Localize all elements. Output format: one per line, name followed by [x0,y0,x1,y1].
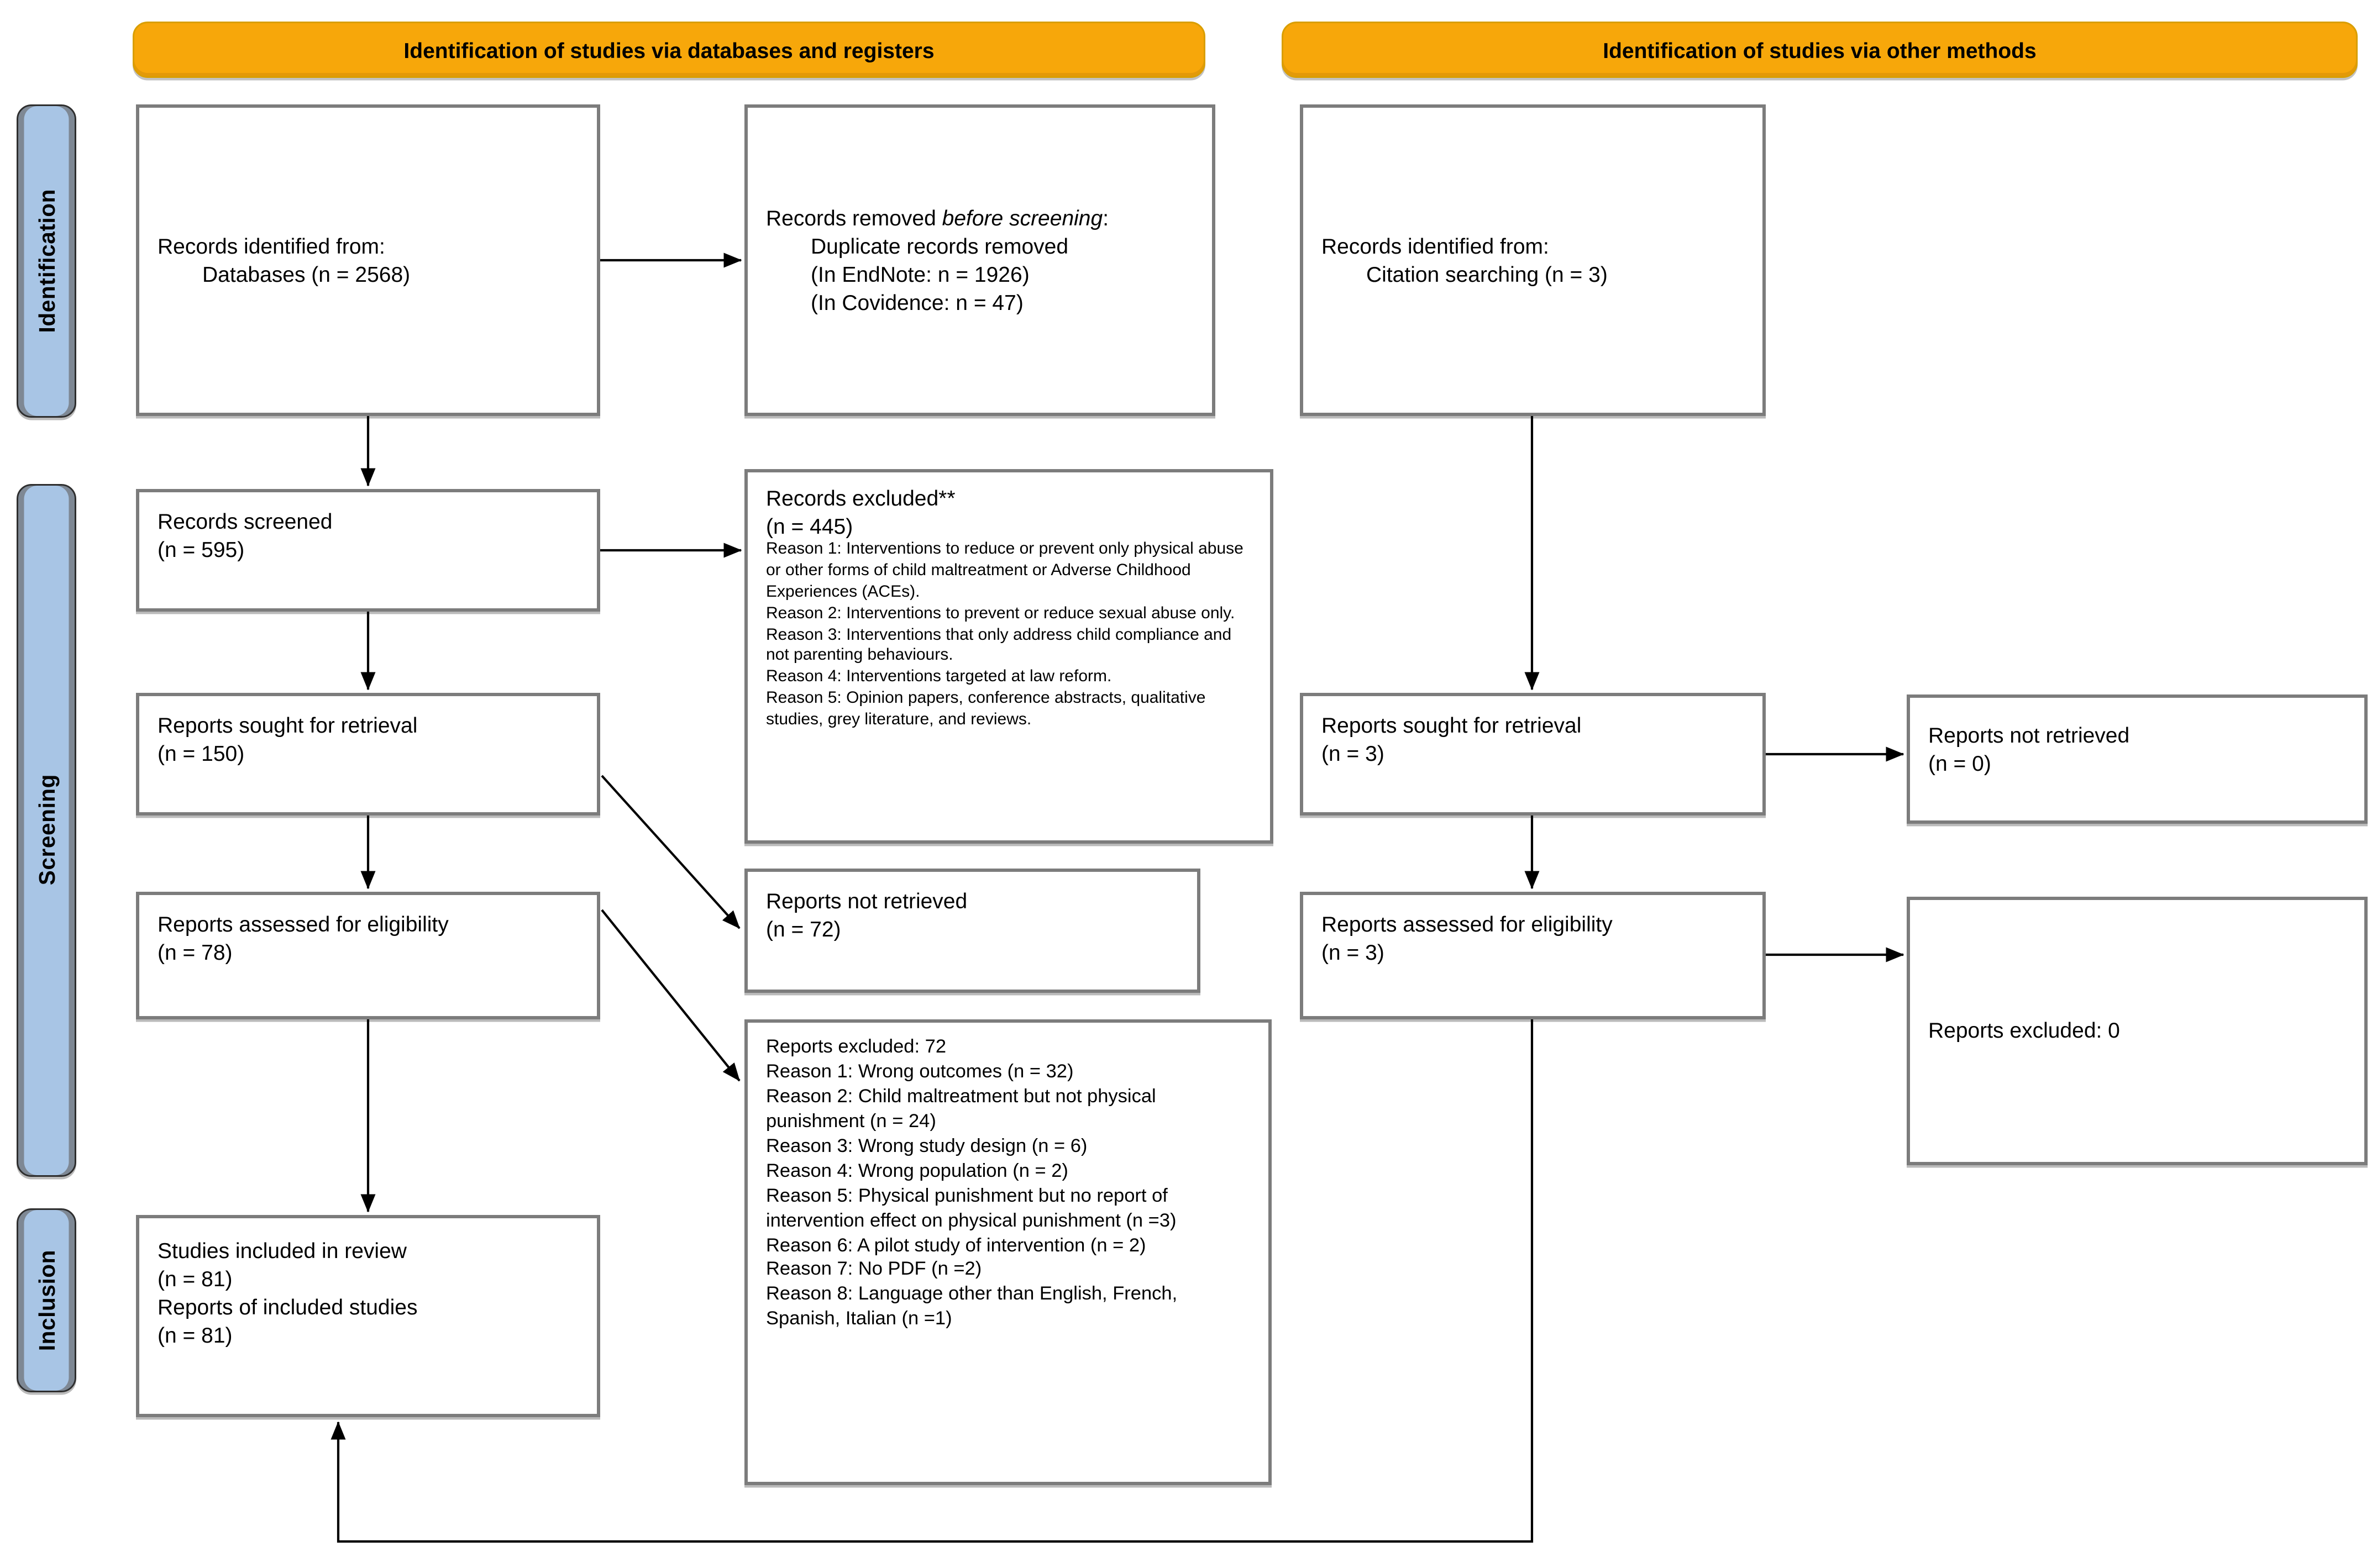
stage-identification-label: Identification [34,189,59,333]
reports-sought-other-line1: Reports sought for retrieval [1321,713,1582,738]
stage-inclusion-label: Inclusion [34,1249,59,1351]
banner-databases-registers: Identification of studies via databases … [133,22,1205,78]
reports-assessed-db-line1: Reports assessed for eligibility [158,912,449,936]
reports-not-retrieved-db-line2: (n = 72) [766,917,841,942]
records-identified-detail: Databases (n = 2568) [202,262,411,287]
reports-excluded-db-reason-1: Reason 1: Wrong outcomes (n = 32) [766,1062,1074,1082]
stage-inclusion: Inclusion [17,1208,76,1392]
records-removed-tail: : [1103,205,1109,230]
arrow-assessed-to-reports-excluded [601,909,741,1082]
reports-excluded-other-title: Reports excluded: 0 [1928,1018,2120,1044]
records-excluded-count: (n = 445) [766,514,853,539]
records-screened-line1: Records screened [158,509,333,534]
records-removed-item-3: (In Covidence: n = 47) [811,290,1024,315]
banner-other-methods: Identification of studies via other meth… [1282,22,2358,78]
reports-not-retrieved-db-line1: Reports not retrieved [766,888,968,913]
reports-sought-other-line2: (n = 3) [1321,741,1384,766]
records-excluded-title: Records excluded** [766,486,956,511]
reports-excluded-db-reason-6: Reason 6: A pilot study of intervention … [766,1235,1146,1256]
reports-excluded-db-reason-4: Reason 4: Wrong population (n = 2) [766,1161,1068,1182]
box-reports-assessed-databases: Reports assessed for eligibility (n = 78… [136,892,600,1019]
reports-assessed-other-line1: Reports assessed for eligibility [1321,912,1613,936]
reports-excluded-db-title: Reports excluded: 72 [766,1038,947,1057]
box-records-excluded: Records excluded** (n = 445) Reason 1: I… [744,469,1273,844]
studies-included-line4: (n = 81) [158,1323,233,1349]
reports-assessed-other-line2: (n = 3) [1321,940,1384,965]
box-reports-assessed-other: Reports assessed for eligibility (n = 3) [1300,892,1766,1019]
records-excluded-reason-1: Reason 1: Interventions to reduce or pre… [766,540,1243,602]
box-records-screened: Records screened (n = 595) [136,489,600,612]
reports-excluded-db-reason-5: Reason 5: Physical punishment but no rep… [766,1186,1177,1231]
records-identified-citation-intro: Records identified from: [1321,233,1549,259]
studies-included-line3: Reports of included studies [158,1295,418,1320]
records-removed-item-1: Duplicate records removed [811,233,1069,259]
reports-excluded-db-reason-7: Reason 7: No PDF (n =2) [766,1260,982,1281]
stage-identification: Identification [17,104,76,418]
arrow-sought-to-not-retrieved [601,775,741,929]
records-excluded-reason-3: Reason 3: Interventions that only addres… [766,625,1232,665]
records-excluded-reason-5: Reason 5: Opinion papers, conference abs… [766,689,1206,729]
box-records-identified-databases: Records identified from: Databases (n = … [136,104,600,416]
box-records-identified-citation: Records identified from: Citation search… [1300,104,1766,416]
records-excluded-reason-4: Reason 4: Interventions targeted at law … [766,668,1112,687]
records-excluded-reason-2: Reason 2: Interventions to prevent or re… [766,604,1235,623]
studies-included-line1: Studies included in review [158,1238,407,1263]
records-removed-lead: Records removed [766,205,942,230]
reports-not-retrieved-other-line1: Reports not retrieved [1928,723,2130,748]
reports-excluded-db-reason-8: Reason 8: Language other than English, F… [766,1285,1178,1330]
box-reports-not-retrieved-other: Reports not retrieved (n = 0) [1907,694,2368,824]
box-reports-sought-other: Reports sought for retrieval (n = 3) [1300,693,1766,815]
reports-sought-db-line1: Reports sought for retrieval [158,713,418,738]
box-reports-excluded-databases: Reports excluded: 72 Reason 1: Wrong out… [744,1019,1272,1485]
records-removed-title: Records removed before screening: [766,203,1194,231]
box-reports-sought-databases: Reports sought for retrieval (n = 150) [136,693,600,815]
reports-not-retrieved-other-line2: (n = 0) [1928,751,1991,776]
records-screened-line2: (n = 595) [158,537,245,562]
stage-screening-label: Screening [34,775,59,886]
records-identified-citation-detail: Citation searching (n = 3) [1366,262,1608,287]
records-identified-intro: Records identified from: [158,233,385,259]
studies-included-line2: (n = 81) [158,1266,233,1292]
box-records-removed: Records removed before screening: Duplic… [744,104,1215,416]
box-reports-excluded-other: Reports excluded: 0 [1907,897,2368,1165]
records-removed-emph: before screening [942,205,1103,230]
box-studies-included: Studies included in review (n = 81) Repo… [136,1215,600,1417]
box-reports-not-retrieved-databases: Reports not retrieved (n = 72) [744,869,1200,993]
reports-excluded-db-reason-3: Reason 3: Wrong study design (n = 6) [766,1136,1088,1157]
reports-assessed-db-line2: (n = 78) [158,940,233,965]
reports-excluded-db-reason-2: Reason 2: Child maltreatment but not phy… [766,1087,1156,1132]
records-removed-item-2: (In EndNote: n = 1926) [811,262,1030,287]
stage-screening: Screening [17,484,76,1177]
reports-sought-db-line2: (n = 150) [158,741,245,766]
